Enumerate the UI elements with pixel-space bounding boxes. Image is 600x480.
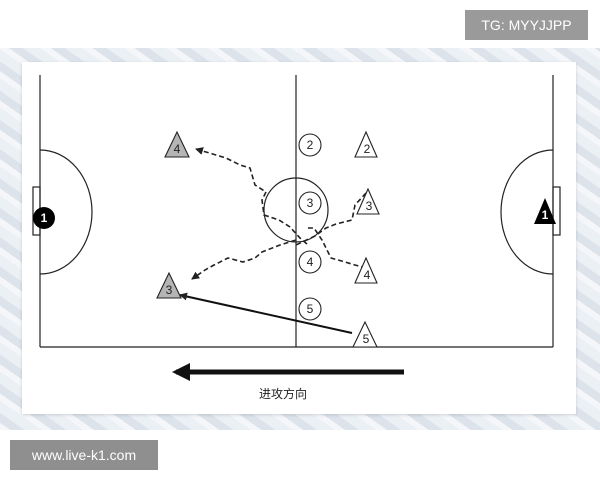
svg-text:3: 3 xyxy=(366,199,373,213)
svg-text:5: 5 xyxy=(363,332,370,346)
svg-text:2: 2 xyxy=(364,142,371,156)
triangle-player: 4 xyxy=(354,256,378,284)
svg-text:2: 2 xyxy=(307,138,314,152)
circle-player: 5 xyxy=(298,297,322,321)
run-path-right-lower xyxy=(305,227,367,269)
triangle-player: 3 xyxy=(356,187,380,215)
field-lines xyxy=(32,75,561,348)
circle-player: 3 xyxy=(298,191,322,215)
svg-text:5: 5 xyxy=(307,302,314,316)
run-path-right-upper xyxy=(295,192,367,246)
svg-text:3: 3 xyxy=(166,283,173,297)
goalkeeper-right: 1 xyxy=(534,198,556,224)
svg-text:1: 1 xyxy=(41,211,48,225)
triangle-player-gray: 4 xyxy=(164,130,190,158)
circle-player: 4 xyxy=(298,250,322,274)
triangle-player-gray: 3 xyxy=(156,271,182,299)
penalty-area-left xyxy=(39,149,93,275)
run-path-lower xyxy=(191,239,297,280)
tag-badge: TG: MYYJJPP xyxy=(465,10,588,40)
svg-text:4: 4 xyxy=(174,142,181,156)
triangle-player: 2 xyxy=(354,130,378,158)
penalty-area-right xyxy=(500,149,554,275)
site-watermark: www.live-k1.com xyxy=(10,440,158,470)
goalkeeper-left: 1 xyxy=(33,207,55,229)
run-path-upper xyxy=(195,147,308,245)
pass-arrow xyxy=(179,292,353,334)
svg-text:3: 3 xyxy=(307,196,314,210)
svg-text:4: 4 xyxy=(364,268,371,282)
attack-direction-label: 进攻方向 xyxy=(259,386,307,401)
goal-right xyxy=(552,186,561,236)
svg-text:4: 4 xyxy=(307,255,314,269)
svg-text:1: 1 xyxy=(542,208,549,222)
triangle-player: 5 xyxy=(352,320,378,348)
circle-player: 2 xyxy=(298,133,322,157)
movement-paths xyxy=(191,147,367,280)
